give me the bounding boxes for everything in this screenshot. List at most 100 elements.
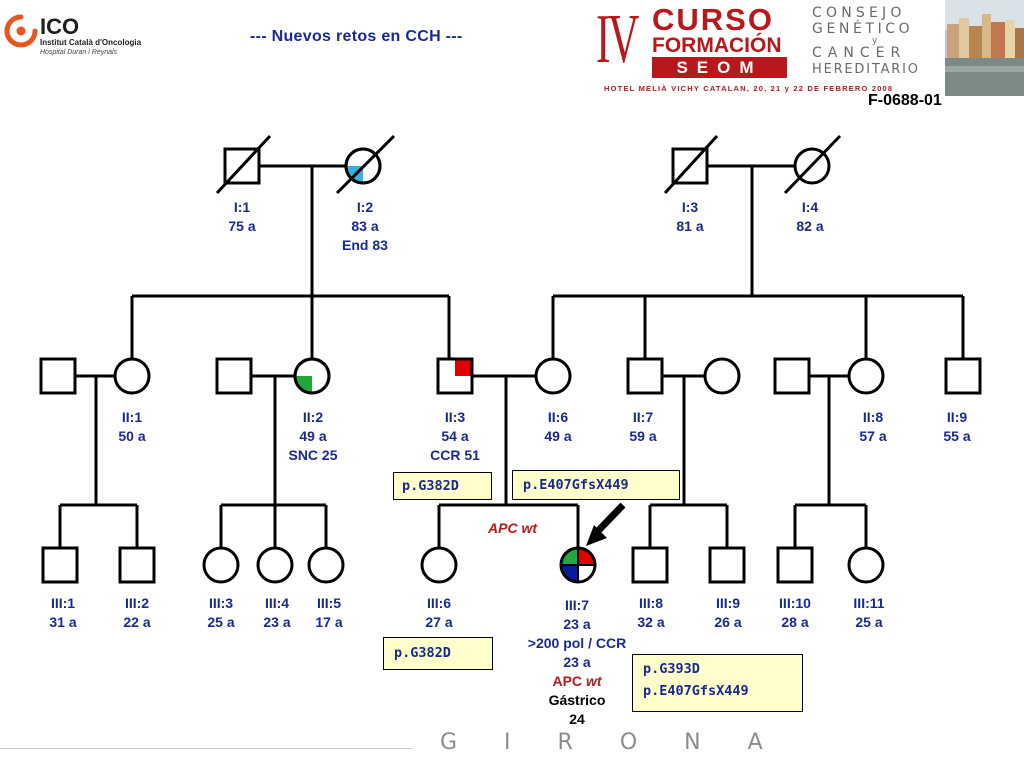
individual-id: III:9 <box>715 595 741 611</box>
individual-III3 <box>202 546 240 584</box>
caption-II2: II:2 49 a SNC 25 <box>258 408 368 465</box>
mutation-label: p.G382D <box>394 645 451 661</box>
individual-age: 23 a <box>263 614 291 630</box>
deceased-slash-I4 <box>783 134 842 195</box>
proband-phenotype-age: 23 a <box>563 654 591 670</box>
course-venue: HOTEL MELIÀ VICHY CATALAN, 20, 21 y 22 D… <box>604 84 894 93</box>
individual-age: 17 a <box>315 614 343 630</box>
individual-age: 75 a <box>228 218 256 234</box>
individual-id: II:8 <box>862 409 884 425</box>
side-text-line: CONSEJO <box>812 5 906 21</box>
ico-logo-subtitle: Institut Català d'Oncologia <box>40 38 142 47</box>
side-text-line: GENÉTICO <box>812 20 914 37</box>
caption-III2: III:2 22 a <box>82 594 192 632</box>
individual-id: II:9 <box>946 409 968 425</box>
apc-wt-label: APC wt <box>488 520 537 536</box>
course-title-line-2: FORMACIÓN <box>652 34 782 57</box>
individual-age: 54 a <box>441 428 469 444</box>
individual-id: III:1 <box>50 595 76 611</box>
individual-II8 <box>847 357 885 395</box>
mutation-box-mother: p.E407GfsX449 <box>512 470 680 500</box>
individual-III5 <box>307 546 345 584</box>
caption-III6: III:6 27 a <box>384 594 494 632</box>
individual-III1 <box>41 546 79 584</box>
individual-age: 49 a <box>299 428 327 444</box>
caption-II8: II:8 57 a <box>818 408 928 446</box>
footer-city: GIRONA <box>440 730 810 755</box>
individual-II3 <box>436 357 474 395</box>
slide-title: --- Nuevos retos en CCH --- <box>250 28 463 45</box>
individual-note: CCR 51 <box>430 447 480 463</box>
individual-spouse-II2 <box>215 357 253 395</box>
deceased-slash-I3 <box>663 134 719 195</box>
individual-III10 <box>776 546 814 584</box>
caption-II7: II:7 59 a <box>588 408 698 446</box>
proband-caption: III:7 23 a >200 pol / CCR 23 a APC wt Gá… <box>512 596 642 729</box>
deceased-slash-I1 <box>215 134 272 195</box>
course-side-text: CONSEJO GENÉTICO y CANCER HEREDITARIO <box>812 5 940 77</box>
mutation-label: p.E407GfsX449 <box>643 683 749 699</box>
individual-age: 50 a <box>118 428 146 444</box>
individual-age: 57 a <box>859 428 887 444</box>
caption-III5: III:5 17 a <box>274 594 384 632</box>
deceased-markers <box>215 134 842 195</box>
caption-II9: II:9 55 a <box>902 408 1012 446</box>
caption-III11: III:11 25 a <box>814 594 924 632</box>
mutation-label: p.G382D <box>402 478 459 494</box>
caption-II3: II:3 54 a CCR 51 <box>400 408 510 465</box>
individual-id: III:6 <box>426 595 452 611</box>
individual-III6 <box>420 546 458 584</box>
individual-age: 25 a <box>207 614 235 630</box>
individual-age: 31 a <box>49 614 77 630</box>
individual-note: End 83 <box>342 237 388 253</box>
individual-III4 <box>256 546 294 584</box>
individual-id: III:4 <box>264 595 290 611</box>
side-text-line: HEREDITARIO <box>812 61 920 77</box>
apc-status: wt <box>585 673 602 689</box>
individual-age: 26 a <box>714 614 742 630</box>
course-title-line-1: CURSO <box>652 2 774 37</box>
individual-id: III:3 <box>208 595 234 611</box>
caption-I4: I:4 82 a <box>755 198 865 236</box>
individual-age: 59 a <box>629 428 657 444</box>
proband-second-tumor-age: 24 <box>569 711 585 727</box>
deceased-slash-I2 <box>335 134 396 195</box>
ico-logo-hospital: Hospital Duran i Reynals <box>40 49 118 56</box>
individual-note: SNC 25 <box>288 447 338 463</box>
individual-age: 81 a <box>676 218 704 234</box>
individual-age: 83 a <box>351 218 379 234</box>
footer-divider <box>0 748 412 749</box>
mutation-box-father: p.G382D <box>393 472 492 500</box>
individual-spouse-II8 <box>773 357 811 395</box>
caption-III1: III:1 31 a <box>8 594 118 632</box>
family-code: F-0688-01 <box>868 92 942 109</box>
individual-age: 49 a <box>544 428 572 444</box>
pedigree-lines <box>58 164 965 548</box>
individual-id: II:7 <box>632 409 654 425</box>
individual-II1 <box>113 357 151 395</box>
individual-age: 32 a <box>637 614 665 630</box>
caption-I2: I:2 83 a End 83 <box>310 198 420 255</box>
individual-age: 28 a <box>781 614 809 630</box>
caption-I3: I:3 81 a <box>635 198 745 236</box>
individual-id: II:6 <box>547 409 569 425</box>
individual-id: III:11 <box>853 595 885 611</box>
individual-id: II:2 <box>302 409 324 425</box>
caption-II1: II:1 50 a <box>77 408 187 446</box>
individual-age: 55 a <box>943 428 971 444</box>
individual-III9 <box>708 546 746 584</box>
ico-logo-name: ICO <box>40 14 80 39</box>
pedigree-symbols <box>39 147 982 584</box>
individual-II2 <box>293 357 331 395</box>
individual-III8 <box>631 546 669 584</box>
individual-id: I:3 <box>681 199 699 215</box>
individual-II7 <box>626 357 664 395</box>
green-quadrant-marker <box>295 376 312 393</box>
individual-III11 <box>847 546 885 584</box>
proband-phenotype: >200 pol / CCR <box>527 635 627 651</box>
side-text-line: y <box>872 36 882 47</box>
individual-III2 <box>118 546 156 584</box>
caption-III4: III:4 23 a <box>222 594 332 632</box>
ico-logo-icon <box>4 14 38 48</box>
